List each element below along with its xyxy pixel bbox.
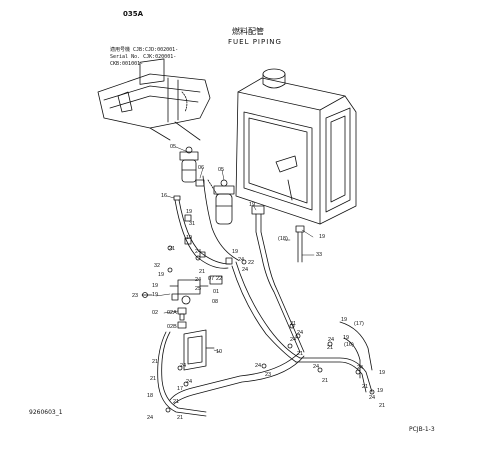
part-label: 21 xyxy=(327,345,334,351)
diagram-title-jp: 燃料配管 xyxy=(232,27,264,36)
sensor-parts xyxy=(177,307,187,329)
part-label: 19 xyxy=(186,235,193,241)
part-label: 21 xyxy=(379,403,386,409)
fuel-hoses xyxy=(157,175,373,417)
part-label: 18 xyxy=(147,393,154,399)
part-label: 19 xyxy=(341,317,348,323)
serial-line-2: Serial No. CJK:020001- xyxy=(110,54,177,60)
part-label: 05 xyxy=(218,167,225,173)
part-label: 24 xyxy=(313,364,320,370)
part-label: 21 xyxy=(297,351,304,357)
part-label: 05 xyxy=(170,144,177,150)
serial-line-1: 適用号機 CJB:CJD:002001- xyxy=(110,47,179,53)
part-label: 33 xyxy=(316,252,323,258)
part-label: 19 xyxy=(186,209,193,215)
part-label: 24 xyxy=(290,337,297,343)
fuel-tank xyxy=(235,68,357,225)
diagram-code: 035A xyxy=(123,10,144,18)
figure-number: 9260603_1 xyxy=(29,409,63,416)
part-label: 17 xyxy=(177,386,184,392)
part-label: 24 xyxy=(186,379,193,385)
part-label: 19 xyxy=(379,370,386,376)
part-label: (18) xyxy=(278,236,288,242)
part-label: 02B xyxy=(167,324,177,330)
diagram-title-en: FUEL PIPING xyxy=(228,38,282,46)
part-label: 07 xyxy=(208,276,215,282)
part-label: 21 xyxy=(173,399,180,405)
part-label: 21 xyxy=(290,321,297,327)
part-label: 19 xyxy=(343,335,350,341)
part-label: 19 xyxy=(158,272,165,278)
part-label: 24 xyxy=(328,337,335,343)
part-label: 19 xyxy=(152,283,159,289)
part-label: 19 xyxy=(232,249,239,255)
serial-line-3: CKB:001001- xyxy=(110,61,144,67)
part-label: 24 xyxy=(255,363,262,369)
part-label: 02A xyxy=(167,310,177,316)
fuel-filter-left xyxy=(179,146,199,183)
part-label: 24 xyxy=(369,395,376,401)
fittings xyxy=(165,179,375,413)
part-label: 24 xyxy=(180,363,187,369)
part-label: 23 xyxy=(132,293,139,299)
part-label: 19 xyxy=(377,388,384,394)
part-label: 22 xyxy=(248,260,255,266)
part-label: 24 xyxy=(242,267,249,273)
part-label: 01 xyxy=(213,289,220,295)
part-label: 23 xyxy=(265,372,272,378)
part-label: 16 xyxy=(161,193,168,199)
excavator-locator-sketch xyxy=(97,58,211,141)
part-label: 21 xyxy=(322,378,329,384)
part-label: 24 xyxy=(297,330,304,336)
part-label: 21 xyxy=(362,384,369,390)
part-label: 25 xyxy=(195,286,202,292)
fuel-pump-assembly xyxy=(141,275,223,305)
part-label: 22 xyxy=(216,276,223,282)
fuel-filter-right xyxy=(207,179,235,225)
page-reference: PCJB-1-3 xyxy=(409,426,435,433)
leader-lines xyxy=(155,146,315,353)
part-label: 24 xyxy=(195,277,202,283)
part-label: (16) xyxy=(344,342,354,348)
part-label: 10 xyxy=(216,349,223,355)
part-label: 21 xyxy=(150,376,157,382)
part-label: 21 xyxy=(199,269,206,275)
part-label: 32 xyxy=(154,263,161,269)
part-label: 19 xyxy=(152,292,159,298)
part-label: 19 xyxy=(249,202,256,208)
part-label: (17) xyxy=(354,321,364,327)
part-label: 24 xyxy=(357,365,364,371)
part-label: 24 xyxy=(147,415,154,421)
part-label: 24 xyxy=(238,257,245,263)
part-label: 21 xyxy=(152,359,159,365)
part-label: 31 xyxy=(189,221,196,227)
part-label: 21 xyxy=(169,246,176,252)
bracket-10 xyxy=(183,329,215,371)
part-label: 08 xyxy=(212,299,219,305)
part-label: 06 xyxy=(198,165,205,171)
part-label: 21 xyxy=(177,415,184,421)
part-label: 24 xyxy=(195,249,202,255)
part-label: 02 xyxy=(152,310,159,316)
part-label: 19 xyxy=(319,234,326,240)
